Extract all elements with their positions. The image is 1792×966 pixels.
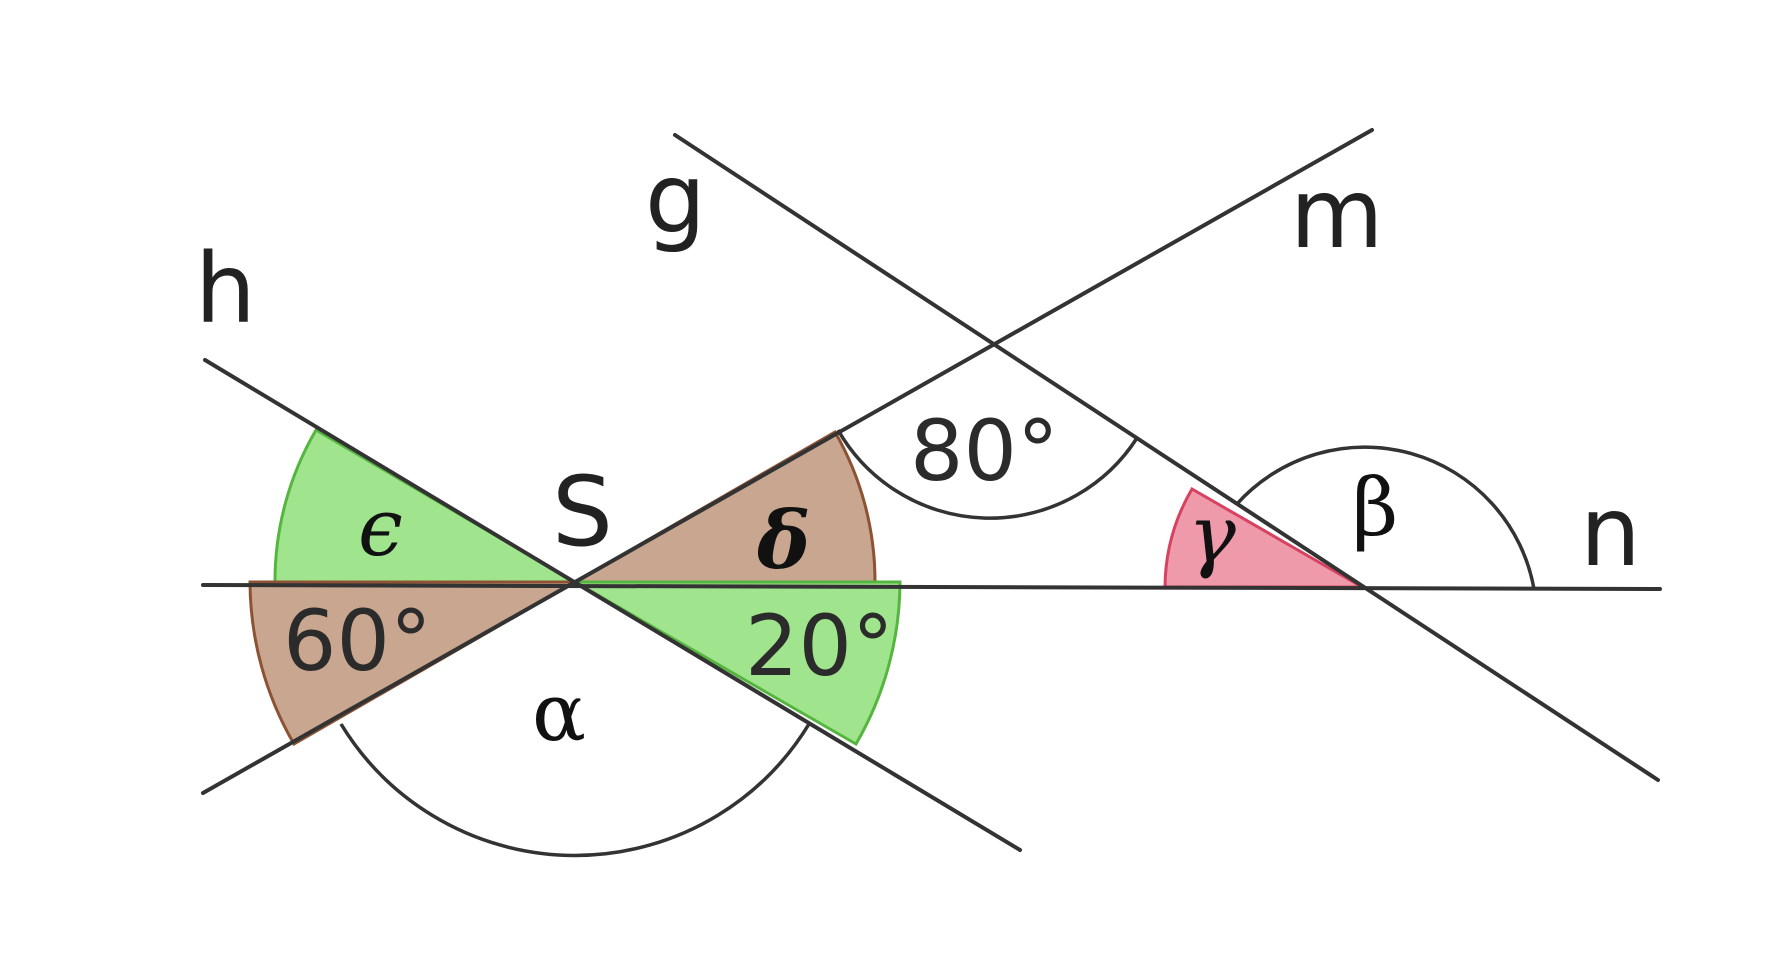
line-m	[201, 128, 1374, 795]
label-g: g	[645, 143, 706, 255]
epsilon-wedge	[273, 427, 581, 584]
eighty-degree-arc	[836, 429, 1139, 520]
angle-sixty: 60°	[283, 592, 432, 690]
delta-wedge	[569, 429, 877, 584]
angle-delta: δ	[756, 493, 810, 587]
line-g	[673, 133, 1660, 782]
angle-epsilon: ϵ	[358, 481, 403, 574]
sixty-degree-wedge	[248, 580, 581, 747]
angle-gamma: γ	[1188, 488, 1236, 581]
twenty-degree-wedge	[569, 580, 902, 747]
gamma-wedge	[1163, 486, 1368, 589]
beta-arc	[1234, 445, 1536, 590]
angle-alpha: α	[532, 666, 586, 759]
alpha-arc	[339, 723, 811, 858]
label-m: m	[1290, 158, 1384, 270]
angle-eighty: 80°	[910, 402, 1059, 500]
label-h: h	[195, 233, 256, 345]
label-n: n	[1580, 476, 1641, 588]
angle-twenty: 20°	[745, 597, 894, 695]
angle-beta: β	[1352, 461, 1398, 554]
line-n	[201, 583, 1662, 591]
line-h	[203, 358, 1022, 852]
label-s: S	[552, 456, 613, 568]
